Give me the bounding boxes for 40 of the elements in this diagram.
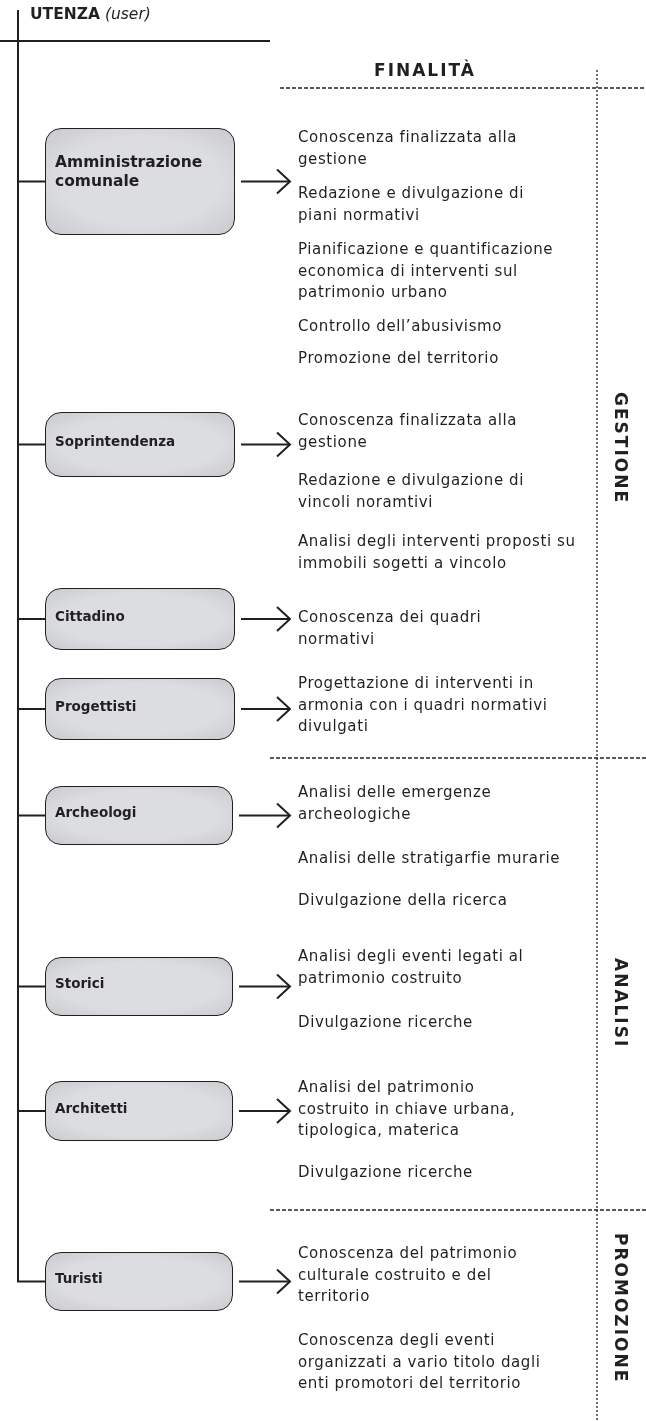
purpose-text: Pianificazione e quantificazione economica di interventi sul patrimonio urbano [298,239,555,303]
rounded-box: Cittadino [45,588,235,650]
arrow [238,973,291,1000]
rounded-box: Progettisti [45,678,235,740]
purpose-text: Conoscenza dei quadri normativi [298,607,483,650]
column-heading: UTENZA (user) [0,4,270,42]
purpose-text: Progettazione di interventi in armonia con i quadri normativi divulgati [298,673,549,737]
section-label: GESTIONE [610,392,632,505]
purpose-text: Redazione e divulgazione di piani normativi [298,183,525,226]
purpose-text: Analisi delle stratigarfie murarie [298,848,561,869]
section-label: ANALISI [610,958,632,1049]
purpose-text: Conoscenza finalizzata alla gestione [298,410,519,453]
rounded-box: Architetti [45,1081,233,1141]
section-label: PROMOZIONE [610,1233,632,1384]
rounded-box: Turisti [45,1252,233,1311]
purpose-text: Divulgazione ricerche [298,1162,474,1183]
rounded-box: Storici [45,957,233,1016]
purpose-text: Conoscenza del patrimonio culturale costruito e del territorio [298,1243,519,1307]
purpose-text: Analisi degli eventi legati al patrimonio costruito [298,946,525,989]
purpose-text: Promozione del territorio [298,348,500,369]
purpose-text: Controllo dell’abusivismo [298,316,504,337]
purpose-text: Redazione e divulgazione di vincoli noramtivi [298,470,525,513]
purpose-text: Divulgazione ricerche [298,1012,474,1033]
arrow [240,431,291,458]
arrow [240,168,291,195]
purpose-text: Analisi delle emergenze archeologiche [298,782,493,825]
arrow [238,802,291,829]
purpose-text: Analisi del patrimonio costruito in chiave urbana, tipologica, materica [298,1077,517,1141]
arrow [238,1268,291,1295]
purpose-text: Analisi degli interventi proposti su immobili sogetti a vincolo [298,531,577,574]
purpose-text: Divulgazione della ricerca [298,890,509,911]
rounded-box: Soprintendenza [45,412,235,477]
purpose-text: Conoscenza degli eventi organizzati a vario titolo dagli enti promotori del territorio [298,1330,542,1394]
column-heading: FINALITÀ [373,60,477,80]
rounded-box: Archeologi [45,786,233,845]
arrow [238,1098,291,1124]
rounded-box: Amministrazione comunale [45,128,235,235]
arrow [240,606,291,632]
arrow [240,696,291,722]
purpose-text: Conoscenza finalizzata alla gestione [298,127,519,170]
